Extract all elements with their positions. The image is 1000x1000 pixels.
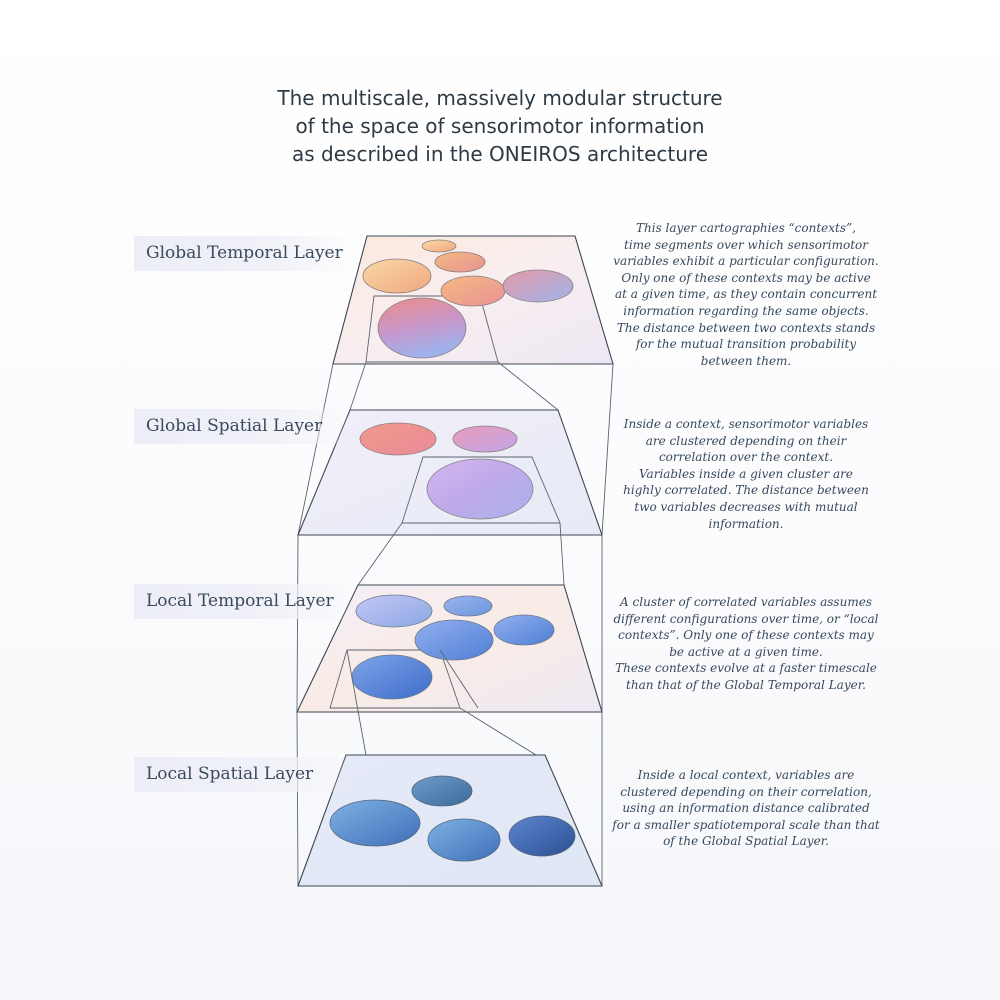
projection-lines-3 xyxy=(296,649,603,887)
layer-label-global-temporal: Global Temporal Layer xyxy=(134,236,352,271)
description-line: using an information distance calibrated xyxy=(622,801,870,816)
description-line: A cluster of correlated variables assume… xyxy=(620,595,872,609)
description-line: information. xyxy=(708,516,784,531)
local-cluster-ellipse xyxy=(411,775,473,807)
layer-label-local-spatial: Local Spatial Layer xyxy=(134,757,352,792)
local-context-ellipse xyxy=(414,619,494,661)
local-context-ellipse xyxy=(493,614,555,646)
description-line: than that of the Global Temporal Layer. xyxy=(626,677,866,692)
projection-lines-2 xyxy=(296,522,603,713)
layer-description-local-spatial: Inside a local context, variables are cl… xyxy=(596,767,896,850)
description-line: at a given time, as they contain concurr… xyxy=(614,287,878,302)
context-ellipse xyxy=(421,239,457,253)
title-line: The multiscale, massively modular struct… xyxy=(277,86,723,110)
local-temporal-plane-group xyxy=(296,584,603,713)
local-context-ellipse xyxy=(443,595,493,617)
diagram-title: The multiscale, massively modular struct… xyxy=(0,84,1000,168)
description-line: This layer cartographies “contexts”, xyxy=(636,221,856,235)
context-ellipse xyxy=(502,269,574,303)
description-line: time segments over which sensorimotor xyxy=(624,237,868,252)
active-context-ellipse xyxy=(377,297,467,359)
description-line: two variables decreases with mutual xyxy=(634,499,858,514)
description-line: clustered depending on their correlation… xyxy=(620,784,872,799)
local-cluster-ellipse xyxy=(508,815,576,857)
description-line: be active at a given time. xyxy=(669,644,823,659)
description-line: between them. xyxy=(700,353,792,368)
description-line: of the Global Spatial Layer. xyxy=(663,834,829,849)
description-line: Inside a local context, variables are xyxy=(637,768,855,782)
local-spatial-plane-group xyxy=(297,754,603,887)
title-line: of the space of sensorimotor information xyxy=(295,114,705,138)
description-line: correlation over the context. xyxy=(658,450,834,465)
active-cluster-ellipse xyxy=(426,458,534,520)
context-ellipse xyxy=(440,275,506,307)
description-line: contexts”. Only one of these contexts ma… xyxy=(618,628,874,643)
layer-description-global-spatial: Inside a context, sensorimotor variables… xyxy=(596,416,896,532)
description-line: The distance between two contexts stands xyxy=(616,320,876,335)
description-line: Inside a context, sensorimotor variables xyxy=(623,417,869,431)
description-line: information regarding the same objects. xyxy=(623,303,869,318)
description-line: Variables inside a given cluster are xyxy=(638,466,854,481)
context-ellipse xyxy=(434,251,486,273)
context-ellipse xyxy=(362,258,432,294)
global-temporal-plane-group xyxy=(332,235,614,365)
description-line: highly correlated. The distance between xyxy=(623,483,869,498)
layer-label-global-spatial: Global Spatial Layer xyxy=(134,409,352,444)
layer-description-local-temporal: A cluster of correlated variables assume… xyxy=(596,594,896,694)
active-local-context-ellipse xyxy=(351,654,433,700)
local-cluster-ellipse xyxy=(329,799,421,847)
cluster-ellipse xyxy=(359,422,437,456)
layer-description-global-temporal: This layer cartographies “contexts”, tim… xyxy=(596,220,896,369)
description-line: variables exhibit a particular configura… xyxy=(613,254,879,269)
local-context-ellipse xyxy=(355,594,433,628)
description-line: Only one of these contexts may be active xyxy=(621,270,871,285)
title-line: as described in the ONEIROS architecture xyxy=(292,142,708,166)
description-line: for the mutual transition probability xyxy=(635,337,857,352)
layer-label-local-temporal: Local Temporal Layer xyxy=(134,584,352,619)
description-line: These contexts evolve at a faster timesc… xyxy=(615,661,877,676)
description-line: are clustered depending on their xyxy=(645,433,847,448)
projection-lines-1 xyxy=(297,361,614,536)
local-cluster-ellipse xyxy=(427,818,501,862)
description-line: different configurations over time, or “… xyxy=(613,611,879,626)
description-line: for a smaller spatiotemporal scale than … xyxy=(612,817,880,832)
cluster-ellipse xyxy=(452,425,518,453)
